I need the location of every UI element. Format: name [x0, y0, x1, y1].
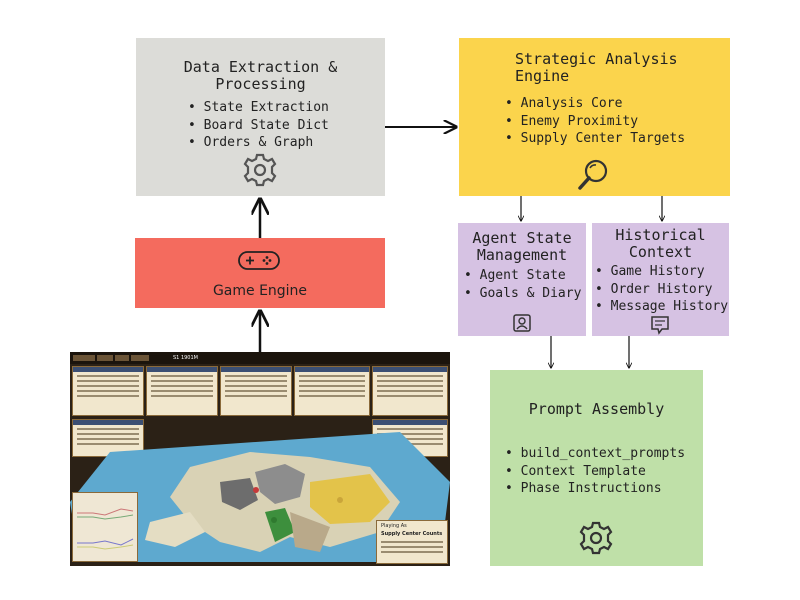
- strategic-analysis-title: Strategic Analysis Engine: [515, 51, 730, 85]
- list-item: Agent State: [464, 267, 581, 285]
- data-extraction-box: Data Extraction & Processing State Extra…: [136, 38, 385, 196]
- message-panel: [72, 366, 144, 416]
- phase-label: S1 1901M: [173, 355, 198, 361]
- game-engine-box: Game Engine: [135, 238, 385, 308]
- list-item: State Extraction: [188, 99, 329, 117]
- list-item: build_context_prompts: [505, 445, 685, 463]
- strategic-analysis-box: Strategic Analysis Engine Analysis Core …: [459, 38, 730, 196]
- message-panel: [294, 366, 370, 416]
- prompt-assembly-title: Prompt Assembly: [528, 400, 665, 418]
- message-panel: [146, 366, 218, 416]
- agent-state-box: Agent State Management Agent State Goals…: [458, 223, 586, 336]
- list-item: Orders & Graph: [188, 134, 329, 152]
- chart-overlay: [72, 492, 138, 562]
- list-item: Analysis Core: [505, 95, 685, 113]
- agent-state-title-line2: Management: [476, 246, 568, 264]
- list-item: Supply Center Targets: [505, 130, 685, 148]
- screenshot-toolbar: S1 1901M: [70, 352, 450, 364]
- game-engine-title: Game Engine: [212, 283, 308, 299]
- magnifier-icon: [578, 159, 608, 190]
- list-item: Game History: [595, 263, 728, 281]
- list-item: Order History: [595, 281, 728, 299]
- list-item: Message History: [595, 298, 728, 316]
- historical-context-title-line2: Context: [628, 243, 693, 261]
- message-icon: [651, 316, 669, 335]
- historical-context-title-line1: Historical: [615, 226, 706, 244]
- strategic-analysis-title-line2: Engine: [515, 67, 570, 85]
- mini-chart: [77, 508, 134, 550]
- agent-state-list: Agent State Goals & Diary: [464, 267, 582, 303]
- playing-as-label: Playing As: [381, 523, 407, 529]
- message-panel: [220, 366, 292, 416]
- list-item: Board State Dict: [188, 117, 329, 135]
- supply-center-title: Supply Center Counts: [381, 531, 443, 537]
- gear-icon: [243, 153, 277, 187]
- gamepad-icon: [238, 251, 280, 270]
- supply-center-panel: Playing As Supply Center Counts: [376, 520, 448, 564]
- list-item: Context Template: [505, 463, 685, 481]
- historical-context-box: Historical Context Game History Order Hi…: [592, 223, 729, 336]
- gear-icon: [579, 521, 613, 555]
- message-panel: [372, 366, 448, 416]
- agent-state-title-line1: Agent State: [472, 229, 572, 247]
- europe-map: [70, 432, 450, 562]
- list-item: Enemy Proximity: [505, 113, 685, 131]
- strategic-analysis-title-line1: Strategic Analysis: [515, 50, 678, 68]
- strategic-analysis-list: Analysis Core Enemy Proximity Supply Cen…: [505, 95, 685, 148]
- person-icon: [513, 314, 531, 332]
- list-item: Goals & Diary: [464, 285, 582, 303]
- list-item: Phase Instructions: [505, 480, 685, 498]
- agent-state-title: Agent State Management: [458, 230, 586, 264]
- historical-context-title: Historical Context: [592, 227, 729, 261]
- data-extraction-title: Data Extraction & Processing: [183, 58, 338, 93]
- game-screenshot: S1 1901M Playing As Supply Center Counts: [70, 352, 450, 566]
- historical-context-list: Game History Order History Message Histo…: [595, 263, 728, 316]
- data-extraction-list: State Extraction Board State Dict Orders…: [188, 99, 329, 152]
- prompt-assembly-box: Prompt Assembly build_context_prompts Co…: [490, 370, 703, 566]
- prompt-assembly-list: build_context_prompts Context Template P…: [505, 445, 685, 498]
